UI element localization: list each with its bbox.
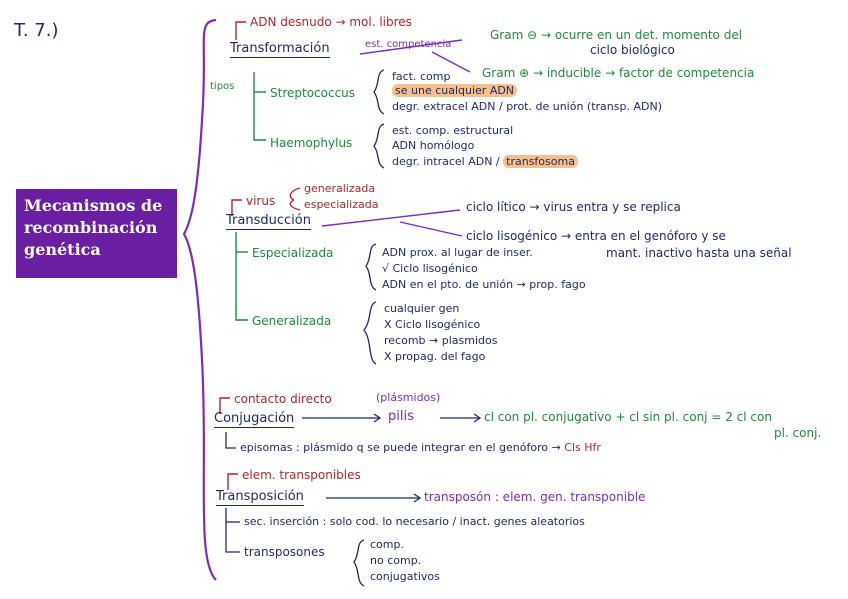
title-box: Mecanismos de recombinación genética [16,189,177,278]
gram-positive: Gram ⊕ → inducible → factor de competenc… [482,66,755,80]
generalizada-item: recomb → plasmidos [384,334,498,347]
generalizada-item: X propag. del fago [384,350,486,363]
virus-type-especializada: especializada [304,198,379,211]
haemophylus-item: degr. intracel ADN / [392,155,500,168]
transformacion-origin: ADN desnudo → mol. libres [250,15,412,29]
haemophylus-item: ADN homólogo [392,139,475,152]
gram-negative-cont: ciclo biológico [590,43,675,57]
ciclo-lisogenico: ciclo lisogénico → entra en el genóforo … [466,229,726,243]
ciclo-litico: ciclo lítico → virus entra y se replica [466,200,681,214]
conjugacion-plasmids: (plásmidos) [376,391,441,404]
transposones-item: comp. [370,538,404,551]
haemophylus-name: Haemophylus [270,136,353,150]
conjugacion-heading: Conjugación [214,411,295,428]
transposones-item: no comp. [370,554,422,567]
virus-label: virus [246,194,276,208]
streptococcus-item: fact. comp [392,70,451,83]
transposones-item: conjugativos [370,570,440,583]
generalizada-item: cualquier gen [384,302,460,315]
topic-number: T. 7.) [14,20,59,41]
especializada-name: Especializada [252,246,334,260]
transformacion-heading: Transformación [230,41,330,58]
transposicion-heading: Transposición [216,489,304,506]
transposones-name: transposones [244,545,325,559]
pilis-label: pilis [388,409,414,424]
virus-type-generalizada: generalizada [304,182,376,195]
episomas-text: episomas : plásmido q se puede integrar … [240,441,561,454]
especializada-item: ADN en el pto. de unión → prop. fago [382,278,586,291]
generalizada-name: Generalizada [252,314,332,328]
conjugation-result: cl con pl. conjugativo + cl sin pl. conj… [484,410,772,424]
conjugation-result-cont: pl. conj. [774,426,822,440]
tipos-label: tipos [210,81,235,92]
transformacion-state: est. competencia [365,39,452,50]
title-line-1: Mecanismos de [24,196,163,215]
title-line-2: recombinación [24,218,158,237]
hfr-cells: Cls Hfr [564,441,601,454]
transfosoma-highlight: transfosoma [503,155,578,168]
title-line-3: genética [24,240,101,259]
streptococcus-item-highlighted: se une cualquier ADN [392,84,518,97]
especializada-item: ADN prox. al lugar de inser. [382,246,533,259]
ciclo-lisogenico-cont: mant. inactivo hasta una señal [606,246,792,260]
gram-negative: Gram ⊖ → ocurre en un det. momento del [490,28,743,42]
transposicion-origin: elem. transponibles [242,468,361,482]
transduccion-heading: Transducción [226,213,311,230]
sec-insercion: sec. inserción : solo cod. lo necesario … [244,515,585,528]
especializada-item: √ Ciclo lisogénico [382,262,478,275]
generalizada-item: X Ciclo lisogénico [384,318,481,331]
haemophylus-item: est. comp. estructural [392,124,514,137]
transposon-definition: transposón : elem. gen. transponible [424,490,646,504]
streptococcus-name: Streptococcus [270,86,356,100]
streptococcus-item: degr. extracel ADN / prot. de unión (tra… [392,100,662,113]
conjugacion-origin: contacto directo [234,392,332,406]
